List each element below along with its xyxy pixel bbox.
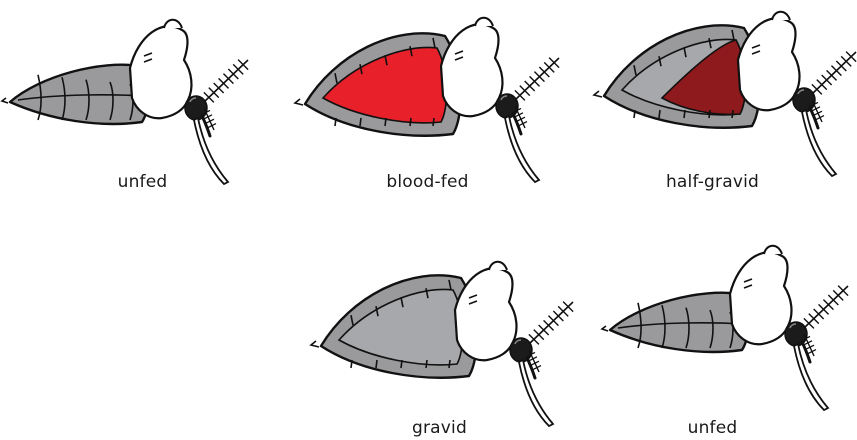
scutum-outline xyxy=(489,262,507,270)
segment-tick xyxy=(335,118,336,126)
segment-tick xyxy=(401,360,402,368)
antenna-shaft xyxy=(529,302,573,344)
stage-panel-gravid: gravid xyxy=(297,220,582,440)
stage-panel-unfed-1: unfed xyxy=(0,0,285,220)
segment-tick xyxy=(449,360,450,368)
stage-panel-half-gravid: half-gravid xyxy=(570,0,855,220)
segment-tick xyxy=(426,360,427,368)
scutum-outline xyxy=(772,12,790,20)
antenna-shaft xyxy=(804,286,848,328)
mosquito-blood-fed-illustration xyxy=(285,0,570,190)
antenna-shaft xyxy=(515,58,559,100)
mosquito-half-gravid-illustration xyxy=(570,0,855,190)
stage-label: unfed xyxy=(0,172,285,192)
stage-label: unfed xyxy=(570,418,855,438)
stage-panel-blood-fed: blood-fed xyxy=(285,0,570,220)
cerci-shape xyxy=(594,91,602,97)
scutum-outline xyxy=(764,246,782,254)
scutum-outline xyxy=(164,20,182,28)
scutum-outline xyxy=(475,18,493,26)
antenna-shaft xyxy=(204,60,248,102)
stage-panel-unfed-2: unfed xyxy=(570,220,855,440)
thorax-shape xyxy=(441,24,502,116)
stage-label: half-gravid xyxy=(570,172,855,192)
mosquito-body xyxy=(602,246,848,410)
mosquito-body xyxy=(2,20,248,184)
segment-tick xyxy=(360,118,361,126)
proboscis-shape xyxy=(802,110,836,176)
segment-tick xyxy=(634,110,635,118)
cerci-shape xyxy=(602,326,608,331)
proboscis-shape xyxy=(519,360,553,426)
segment-tick xyxy=(376,360,377,368)
mosquito-unfed-illustration xyxy=(570,220,855,410)
segment-tick xyxy=(385,118,386,126)
mosquito-body xyxy=(295,18,559,182)
stage-label: blood-fed xyxy=(285,172,570,192)
cerci-shape xyxy=(311,341,319,347)
antenna-shaft xyxy=(812,52,856,94)
segment-tick xyxy=(433,118,434,126)
mosquito-body xyxy=(311,262,573,426)
cerci-shape xyxy=(2,98,8,103)
mosquito-gravid-illustration xyxy=(297,220,582,410)
segment-tick xyxy=(684,110,685,118)
segment-tick xyxy=(659,110,660,118)
segment-tick xyxy=(351,360,352,368)
thorax-shape xyxy=(730,252,791,344)
thorax-shape xyxy=(130,26,191,118)
cerci-shape xyxy=(295,99,303,105)
segment-tick xyxy=(732,110,733,118)
mosquito-body xyxy=(594,12,856,176)
stage-label: gravid xyxy=(297,418,582,438)
segment-tick xyxy=(709,110,710,118)
proboscis-shape xyxy=(794,344,828,410)
segment-tick xyxy=(410,118,411,126)
mosquito-unfed-illustration xyxy=(0,0,285,190)
